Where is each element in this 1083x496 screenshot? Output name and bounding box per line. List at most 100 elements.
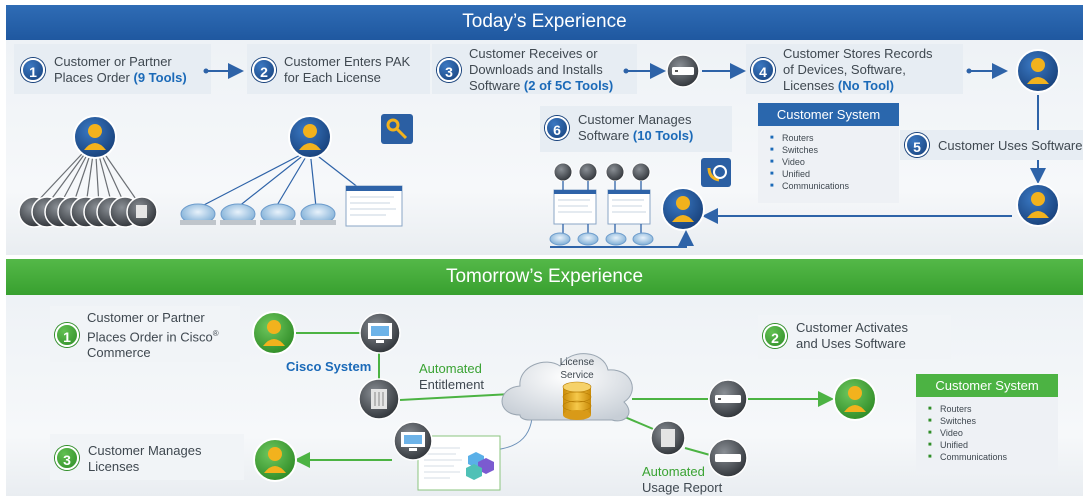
automated-usage-report-label: Automated Usage Report: [642, 464, 722, 496]
tomorrow-customer-system-item: Unified: [928, 439, 1058, 451]
tomorrow-step-2-badge: 2: [763, 324, 787, 348]
today-step-3-line3: Software: [469, 78, 524, 93]
person-icon: [253, 438, 297, 482]
person-icon: [252, 311, 296, 355]
tomorrow-customer-system-item: Communications: [928, 451, 1058, 463]
today-step-6-card: [540, 106, 732, 152]
tomorrow-step-1-line1: Customer or Partner: [87, 310, 205, 325]
tomorrow-customer-system-item: Switches: [928, 415, 1058, 427]
monitor-icon: [359, 312, 401, 354]
person-icon: [833, 377, 877, 421]
software-cd-icon: [577, 232, 599, 246]
today-step-2-text: Customer Enters PAK for Each License: [284, 54, 410, 86]
server-icon: [358, 378, 400, 420]
today-step-2-line2: for Each License: [284, 70, 381, 85]
today-step-1-highlight: (9 Tools): [133, 70, 187, 85]
cisco-system-label: Cisco System: [286, 359, 372, 374]
today-step-1-card: [14, 44, 211, 94]
today-customer-system-box: Customer System Routers Switches Video U…: [758, 103, 899, 203]
phone-refresh-icon: [701, 158, 731, 187]
today-step-6-badge: 6: [545, 116, 569, 140]
today-customer-system-item: Communications: [770, 180, 899, 192]
today-customer-system-item: Video: [770, 156, 899, 168]
key-icon: [381, 114, 413, 144]
today-step-1-line2: Places Order: [54, 70, 134, 85]
tomorrow-step-1-line3: Commerce: [87, 345, 151, 361]
today-step-4-line3: Licenses: [783, 78, 838, 93]
person-icon: [1016, 183, 1060, 227]
software-cd-icon: [605, 232, 627, 246]
today-step-6-text: Customer Manages Software (10 Tools): [578, 112, 693, 144]
tomorrow-step-2-text: Customer Activates and Uses Software: [796, 320, 908, 352]
person-icon: [661, 187, 705, 231]
today-customer-system-item: Unified: [770, 168, 899, 180]
todays-experience-title: Today’s Experience: [462, 11, 627, 32]
tomorrow-customer-system-title: Customer System: [916, 374, 1058, 397]
license-service-cloud: [501, 353, 633, 422]
automated-usage-line2: Usage Report: [642, 480, 723, 495]
tomorrow-step-1-text: Customer or Partner Places Order in Cisc…: [87, 310, 219, 361]
today-step-3-line2: Downloads and Installs: [469, 62, 603, 77]
tomorrow-step-2-line2: and Uses Software: [796, 336, 906, 351]
tomorrow-customer-system-box: Customer System Routers Switches Video U…: [916, 374, 1058, 474]
tomorrow-step-3-line2: Licenses: [88, 459, 140, 474]
tomorrow-step-2-line1: Customer Activates: [796, 320, 908, 335]
automated-entitlement-label: Automated Entitlement: [419, 361, 484, 393]
today-step-1-text: Customer or Partner Places Order (9 Tool…: [54, 54, 187, 86]
registered-mark: ®: [212, 329, 219, 338]
today-step-4-text: Customer Stores Records of Devices, Soft…: [783, 46, 933, 94]
automated-usage-line1: Automated: [642, 464, 705, 479]
tomorrow-step-3-badge: 3: [55, 446, 79, 470]
today-step-2-badge: 2: [252, 58, 276, 82]
tomorrow-customer-system-item: Routers: [928, 403, 1058, 415]
today-step-4-card: [746, 44, 963, 94]
today-diagram-graphics: [18, 49, 1060, 248]
today-step-3-card: [432, 44, 637, 94]
person-icon: [1016, 49, 1060, 93]
software-cd-icon: [180, 203, 216, 225]
today-customer-system-list: Routers Switches Video Unified Communica…: [758, 126, 899, 196]
today-step-1-line1: Customer or Partner: [54, 54, 172, 69]
automated-entitlement-line1: Automated: [419, 361, 482, 376]
network-device-icon: [666, 54, 700, 88]
today-step-5-badge: 5: [905, 133, 929, 157]
network-device-icon: [708, 379, 748, 419]
network-device-icon: [708, 438, 748, 478]
link-server-to-cloud: [399, 393, 513, 401]
tomorrow-step-1-line2: Places Order in Cisco: [87, 329, 213, 345]
tomorrow-step-1-card: [50, 306, 240, 362]
today-step-4-line2: of Devices, Software,: [783, 62, 906, 77]
today-customer-system-item: Routers: [770, 132, 899, 144]
tomorrow-customer-system-item: Video: [928, 427, 1058, 439]
tomorrow-customer-system-list: Routers Switches Video Unified Communica…: [916, 397, 1058, 467]
today-step-6-highlight: (10 Tools): [632, 128, 694, 143]
today-step-6-line1: Customer Manages: [578, 112, 692, 127]
software-cd-icon: [220, 203, 256, 225]
server-icon: [650, 420, 686, 456]
tomorrows-experience-banner: Tomorrow’s Experience: [6, 259, 1083, 295]
tomorrow-step-3-card: [50, 434, 244, 480]
tomorrows-experience-title: Tomorrow’s Experience: [445, 266, 644, 287]
today-arrow-1-2: [203, 63, 244, 79]
tomorrow-step-2-card: [758, 315, 951, 359]
today-step-3-line1: Customer Receives or: [469, 46, 598, 61]
person-icon: [73, 115, 117, 159]
monitor-icon: [393, 421, 433, 461]
today-step-1-badge: 1: [21, 58, 45, 82]
today-step-4-badge: 4: [751, 58, 775, 82]
today-step-4-highlight: (No Tool): [837, 78, 894, 93]
report-document-icon: [607, 189, 651, 225]
tomorrow-step-3-line1: Customer Manages: [88, 443, 202, 458]
person-icon: [288, 115, 332, 159]
today-step-6-line2: Software: [578, 128, 633, 143]
link-usage-devices: [684, 447, 711, 456]
manage-software-tools: [549, 162, 694, 248]
today-step-3-text: Customer Receives or Downloads and Insta…: [469, 46, 613, 94]
today-customer-system-item: Switches: [770, 144, 899, 156]
tomorrow-step-3-text: Customer Manages Licenses: [88, 443, 201, 475]
automated-entitlement-line2: Entitlement: [419, 377, 485, 392]
today-step-5-line1: Customer Uses Software: [938, 138, 1083, 153]
today-arrow-4-user: [966, 63, 1008, 79]
today-step-5-card: [900, 130, 1083, 160]
